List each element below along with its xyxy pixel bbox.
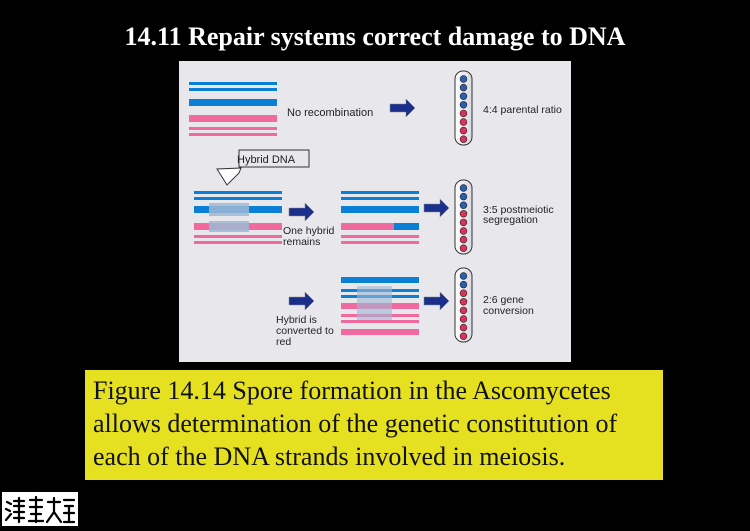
- strand-group-parental: [189, 82, 277, 136]
- label-gene: 2:6 gene: [483, 294, 524, 306]
- university-logo: [2, 492, 78, 526]
- strand-group-heteroduplex: [194, 191, 282, 244]
- spore-blue: [459, 101, 468, 109]
- arrow-right-icon: [288, 291, 315, 311]
- arrow-right-icon: [389, 98, 416, 118]
- ascus-gene-conversion: [454, 267, 473, 343]
- hybrid-region: [209, 221, 249, 232]
- arrow-right-icon: [423, 198, 450, 218]
- spore-red: [459, 289, 468, 297]
- spore-blue: [459, 83, 468, 92]
- arrow-right-icon: [288, 202, 315, 222]
- strand-blue: [189, 82, 277, 85]
- diagram-panel: No recombination Hybrid DNA One hybrid r…: [179, 61, 571, 362]
- strand-blue: [189, 99, 277, 106]
- spore-blue: [459, 272, 468, 280]
- hybrid-dna-callout: [216, 149, 310, 186]
- figure-caption: Figure 14.14 Spore formation in the Asco…: [85, 370, 663, 480]
- spore-red: [459, 227, 468, 235]
- strand-group-one-hybrid: [341, 191, 419, 244]
- spore-red: [459, 332, 468, 340]
- spore-red: [459, 118, 468, 126]
- spore-red: [459, 109, 468, 118]
- spore-red: [459, 298, 468, 306]
- spore-blue: [459, 75, 468, 83]
- strand-blue: [189, 88, 277, 91]
- spore-red: [459, 210, 468, 218]
- ascus-postmeiotic: [454, 179, 473, 255]
- spore-red: [459, 126, 468, 135]
- dna-repair-diagram: No recombination Hybrid DNA One hybrid r…: [189, 70, 562, 348]
- label-postmeiotic: 3:5 postmeiotic: [483, 204, 554, 216]
- strand-pink: [189, 115, 277, 122]
- label-converted-to: converted to: [276, 325, 334, 337]
- label-hybrid-is: Hybrid is: [276, 314, 317, 326]
- spore-red: [459, 323, 468, 332]
- spore-red: [459, 218, 468, 227]
- strand-pink: [189, 133, 277, 136]
- label-one-hybrid: One hybrid: [283, 225, 335, 237]
- label-red: red: [276, 336, 291, 348]
- spore-blue: [459, 184, 468, 192]
- ascus-parental: [454, 70, 473, 146]
- calligraphy-logo-icon: [4, 495, 76, 524]
- slide-title: 14.11 Repair systems correct damage to D…: [124, 22, 626, 51]
- spore-blue: [459, 92, 468, 100]
- strand-pink: [189, 127, 277, 130]
- label-remains: remains: [283, 236, 320, 248]
- spore-red: [459, 306, 468, 315]
- spore-red: [459, 135, 468, 143]
- label-hybrid-dna: Hybrid DNA: [237, 154, 296, 166]
- arrow-right-icon: [423, 291, 450, 311]
- spore-blue: [459, 280, 468, 289]
- spore-blue: [459, 201, 468, 209]
- strand-group-converted: [341, 277, 419, 335]
- label-no-recombination: No recombination: [287, 107, 373, 119]
- label-parental-ratio: 4:4 parental ratio: [483, 104, 562, 116]
- hybrid-region: [357, 286, 392, 320]
- spore-red: [459, 244, 468, 252]
- spore-red: [459, 315, 468, 323]
- spore-blue: [459, 192, 468, 201]
- hybrid-region: [209, 203, 249, 216]
- label-conversion: conversion: [483, 305, 534, 317]
- spore-red: [459, 235, 468, 244]
- label-segregation: segregation: [483, 214, 538, 226]
